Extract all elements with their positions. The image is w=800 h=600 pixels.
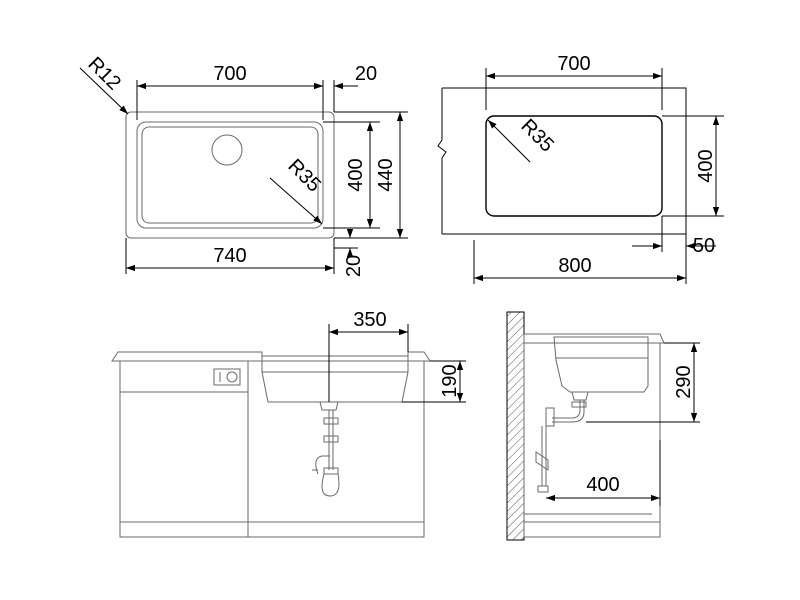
dim-cabinet-width: 800 [558,255,591,277]
drain-trap-side [535,391,589,493]
dim-cut-radius: R35 [516,115,558,157]
wall-hatched [506,311,525,541]
dim-radius-outer: R12 [83,53,125,95]
drain-hole [211,134,243,166]
sink-bowl-front [261,355,409,403]
sink-bowl-inner [141,126,319,224]
leader-r12 [79,67,129,115]
leader-r35 [269,177,323,225]
dim-bowl-depth: 190 [439,364,461,397]
dim-cut-width: 700 [557,53,590,75]
top-view: 700 20 R12 R35 400 440 740 20 [79,53,408,277]
dim-radius-inner: R35 [283,155,325,197]
front-view: 350 190 [111,309,466,538]
dim-flange-bottom: 20 [343,255,365,277]
dishwasher-knob [226,371,238,383]
cutout-view: 700 R35 400 50 800 [437,53,724,284]
dim-width-outer: 740 [213,245,246,267]
dim-cut-depth: 400 [695,149,717,182]
dim-drain-offset: 350 [353,309,386,331]
cabinet-outline [442,87,687,235]
dishwasher-cabinet [119,360,249,538]
sink-bowl-side [553,336,649,393]
dim-mount-height: 290 [673,365,695,398]
cabinet-edge-break [437,88,447,234]
dim-flange-top: 20 [355,63,377,85]
countertop-side [523,333,665,344]
dim-cut-offset: 50 [693,235,715,257]
dim-width-inner: 700 [213,63,246,85]
cutout-outline [485,115,663,217]
sink-outline [125,111,335,239]
dishwasher-control-panel [213,368,241,386]
dim-depth-outer: 440 [375,158,397,191]
side-view: 290 400 [506,311,700,541]
drain-trap-front [312,401,340,497]
dim-depth-inner: 400 [345,158,367,191]
sink-cabinet [247,360,425,538]
dim-drain-distance: 400 [586,474,619,496]
leader-r35-cut [487,119,531,163]
sink-bowl-outline [136,121,324,229]
side-cabinet [523,343,661,538]
